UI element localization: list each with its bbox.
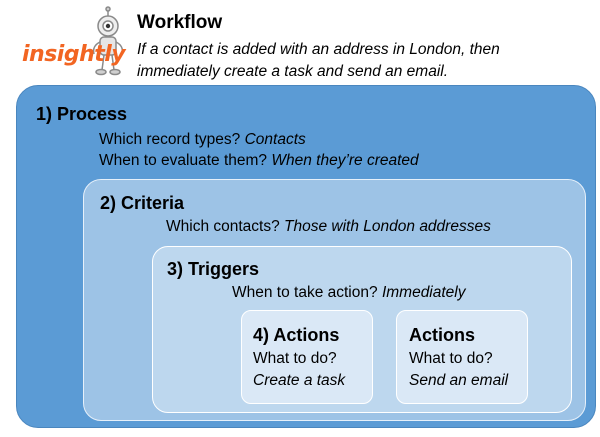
triggers-heading: 3) Triggers [167,259,260,279]
actions-heading-2: Actions [409,325,476,345]
actions-question-2: What to do? [409,350,493,367]
action-box-create-task [241,310,373,404]
workflow-title: Workflow [137,12,223,33]
insightly-wordmark: insightly [22,42,126,67]
action-box-send-email [396,310,528,404]
actions-answer-1: Create a task [253,372,346,389]
process-line-1: Which record types? Contacts [99,131,306,149]
process-heading: 1) Process [36,104,128,124]
process-answer-2: When they’re created [271,152,419,169]
criteria-heading: 2) Criteria [100,193,185,213]
triggers-question: When to take action? [232,284,378,301]
triggers-line: When to take action? Immediately [232,284,466,302]
criteria-question: Which contacts? [166,218,280,235]
criteria-line: Which contacts? Those with London addres… [166,218,491,236]
actions-question-1: What to do? [253,350,337,367]
criteria-answer: Those with London addresses [284,218,491,235]
process-question-1: Which record types? [99,131,241,148]
process-question-2: When to evaluate them? [99,152,268,169]
actions-answer-2: Send an email [409,372,509,389]
actions-heading-1: 4) Actions [253,325,340,345]
process-line-2: When to evaluate them? When they’re crea… [99,152,419,170]
insightly-robot-logo [92,6,124,76]
triggers-answer: Immediately [381,284,466,301]
workflow-description: If a contact is added with an address in… [137,41,500,80]
process-answer-1: Contacts [244,131,306,148]
